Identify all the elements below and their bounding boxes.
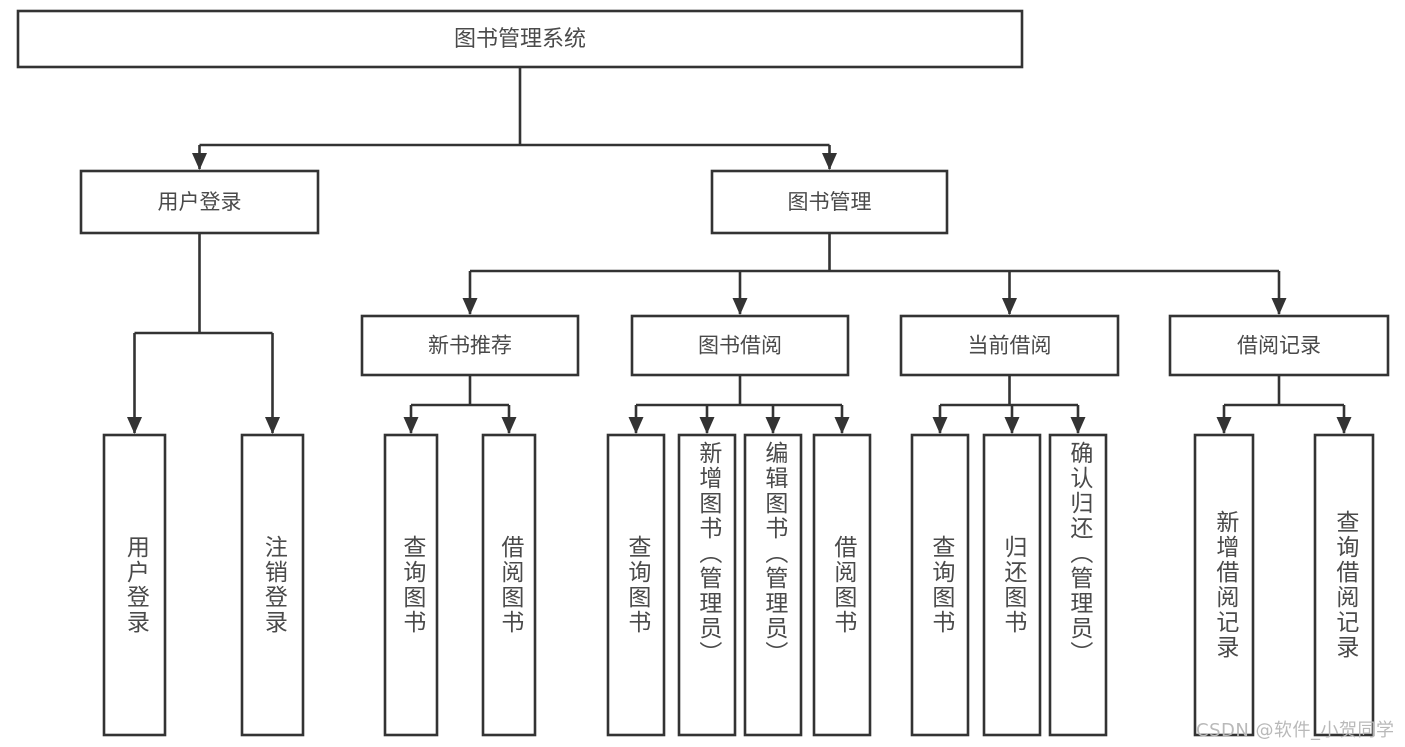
connectors-layer <box>127 67 1352 434</box>
node-box-leaf-user-login[interactable] <box>102 433 167 737</box>
arrow-head-icon-leaf-borrow-book-brw <box>834 417 850 434</box>
arrow-head-icon-book-manage <box>822 153 837 170</box>
node-box-leaf-add-borrow-record[interactable] <box>1193 433 1255 737</box>
node-box-leaf-edit-book-admin[interactable] <box>743 433 803 737</box>
node-label-user-login: 用户登录 <box>158 190 242 214</box>
arrow-head-icon-leaf-confirm-return-admin <box>1070 417 1086 434</box>
node-box-leaf-return-book[interactable] <box>982 433 1042 737</box>
node-box-book-manage[interactable] <box>710 169 949 235</box>
arrow-head-icon-leaf-user-login <box>127 417 142 434</box>
arrow-head-icon-leaf-query-book-rec <box>403 417 419 434</box>
node-box-leaf-query-borrow-record[interactable] <box>1313 433 1375 737</box>
node-box-root[interactable] <box>16 9 1024 69</box>
arrow-head-icon-leaf-return-book <box>1004 417 1020 434</box>
node-label-borrow-record: 借阅记录 <box>1237 334 1321 358</box>
node-box-current-borrow[interactable] <box>899 314 1120 377</box>
node-label-current-borrow: 当前借阅 <box>968 334 1052 358</box>
arrow-head-icon-leaf-query-borrow-record <box>1336 417 1352 434</box>
arrow-head-icon-leaf-logout-login <box>265 417 280 434</box>
arrow-head-icon-current-borrow <box>1002 298 1017 315</box>
arrow-head-icon-new-book-recommend <box>462 298 478 315</box>
watermark-text: CSDN @软件_小贺同学 <box>1196 720 1395 741</box>
node-box-borrow-record[interactable] <box>1168 314 1390 377</box>
arrow-head-icon-leaf-edit-book-admin <box>765 417 781 434</box>
arrow-head-icon-leaf-add-borrow-record <box>1216 417 1232 434</box>
arrow-head-icon-leaf-add-book-admin <box>699 417 715 434</box>
node-label-new-book-recommend: 新书推荐 <box>428 334 512 358</box>
arrow-head-icon-leaf-borrow-book-rec <box>501 417 517 434</box>
node-box-new-book-recommend[interactable] <box>360 314 580 377</box>
node-box-leaf-borrow-book-brw[interactable] <box>812 433 872 737</box>
node-label-root: 图书管理系统 <box>454 27 586 52</box>
arrow-head-icon-user-login <box>192 153 207 170</box>
node-label-book-borrow: 图书借阅 <box>698 334 782 358</box>
node-box-leaf-confirm-return-admin[interactable] <box>1048 433 1108 737</box>
node-box-leaf-borrow-book-rec[interactable] <box>481 433 537 737</box>
node-box-leaf-add-book-admin[interactable] <box>677 433 737 737</box>
node-box-book-borrow[interactable] <box>630 314 850 377</box>
node-box-leaf-query-book-rec[interactable] <box>383 433 439 737</box>
arrow-head-icon-leaf-query-book-cur <box>932 417 948 434</box>
node-box-user-login[interactable] <box>79 169 320 235</box>
arrow-head-icon-book-borrow <box>732 298 748 315</box>
arrow-head-icon-leaf-query-book-brw <box>628 417 644 434</box>
node-label-book-manage: 图书管理 <box>788 190 872 214</box>
node-box-leaf-logout-login[interactable] <box>240 433 305 737</box>
node-box-leaf-query-book-cur[interactable] <box>910 433 970 737</box>
arrow-head-icon-borrow-record <box>1271 298 1287 315</box>
node-box-leaf-query-book-brw[interactable] <box>606 433 666 737</box>
